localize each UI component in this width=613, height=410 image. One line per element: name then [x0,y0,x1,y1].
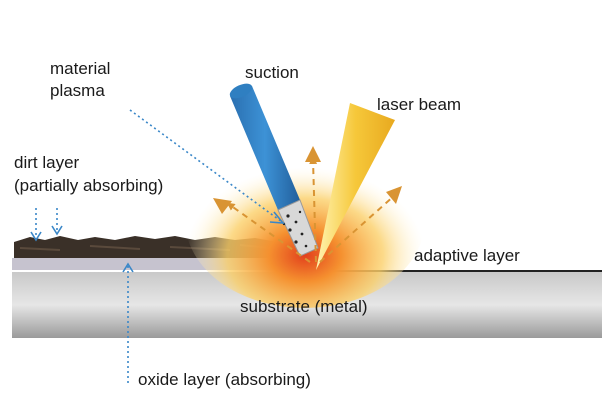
plasma-particles [282,210,308,248]
label-suction: suction [245,63,299,82]
label-plasma: plasma [50,81,105,100]
plasma-arrows [226,156,398,263]
laser-beam-cone [316,103,395,270]
label-dirt-layer: dirt layer [14,153,80,172]
arrow-heads [213,146,402,214]
leader-arrow-heads [30,211,285,273]
leader-lines [35,109,283,386]
suction-nozzle [277,199,319,257]
label-adaptive-layer: adaptive layer [414,246,520,265]
dirt-texture [19,244,281,251]
suction-tube [229,83,319,257]
label-oxide-layer: oxide layer (absorbing) [138,370,311,389]
label-dirt-partially-absorbing: (partially absorbing) [14,176,164,195]
label-material: material [50,59,111,78]
label-substrate: substrate (metal) [240,297,368,316]
label-laser-beam: laser beam [377,95,462,114]
